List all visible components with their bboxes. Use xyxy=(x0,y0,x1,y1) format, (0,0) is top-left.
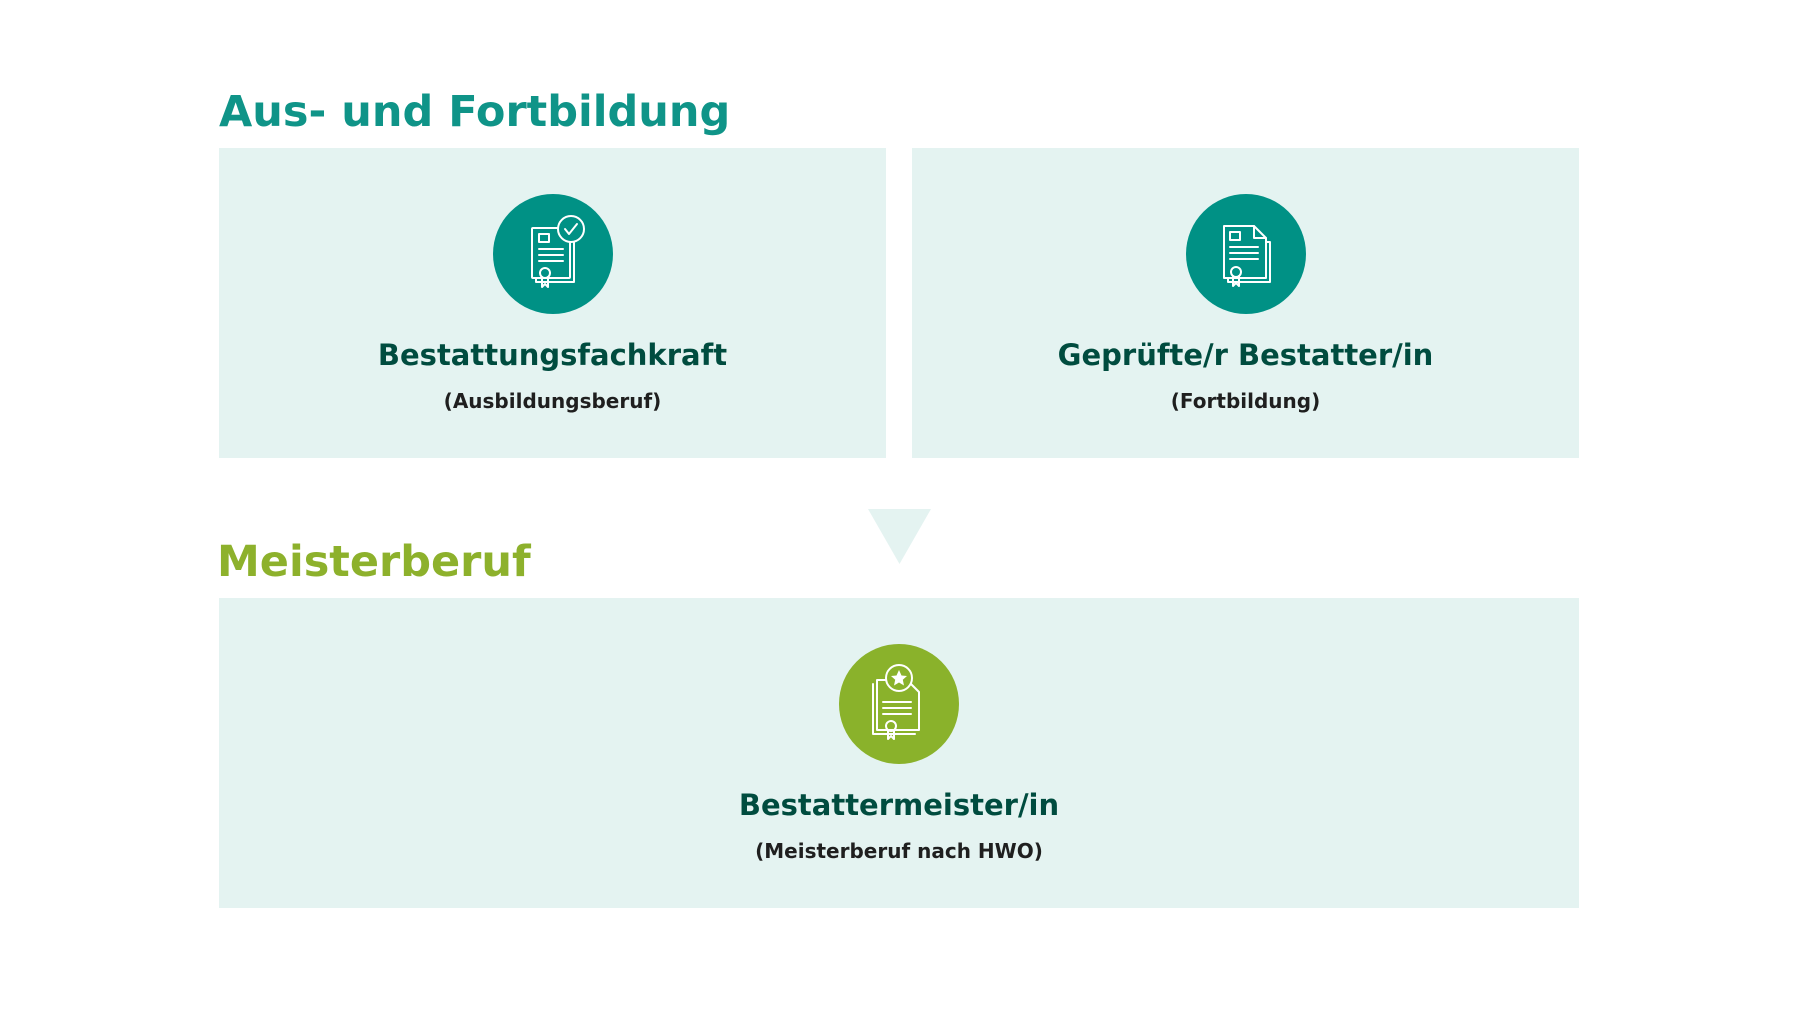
card-subtitle: (Meisterberuf nach HWO) xyxy=(755,839,1043,863)
card-gepruefte-bestatter: Geprüfte/r Bestatter/in (Fortbildung) xyxy=(912,148,1579,458)
card-subtitle: (Fortbildung) xyxy=(1170,389,1321,413)
card-subtitle: (Ausbildungsberuf) xyxy=(443,389,662,413)
card-bestattermeister: Bestattermeister/in (Meisterberuf nach H… xyxy=(219,598,1579,908)
heading-aus-und-fortbildung: Aus- und Fortbildung xyxy=(219,87,731,137)
certificate-document-icon xyxy=(1185,194,1306,314)
card-bestattungsfachkraft: Bestattungsfachkraft (Ausbildungsberuf) xyxy=(219,148,886,458)
certificate-check-icon xyxy=(492,194,613,314)
card-title: Geprüfte/r Bestatter/in xyxy=(1057,338,1434,372)
card-title: Bestattermeister/in xyxy=(738,788,1060,822)
down-arrow-icon xyxy=(868,509,931,564)
card-title: Bestattungsfachkraft xyxy=(377,338,728,372)
certificate-star-icon xyxy=(839,644,959,764)
heading-meisterberuf: Meisterberuf xyxy=(217,537,531,587)
